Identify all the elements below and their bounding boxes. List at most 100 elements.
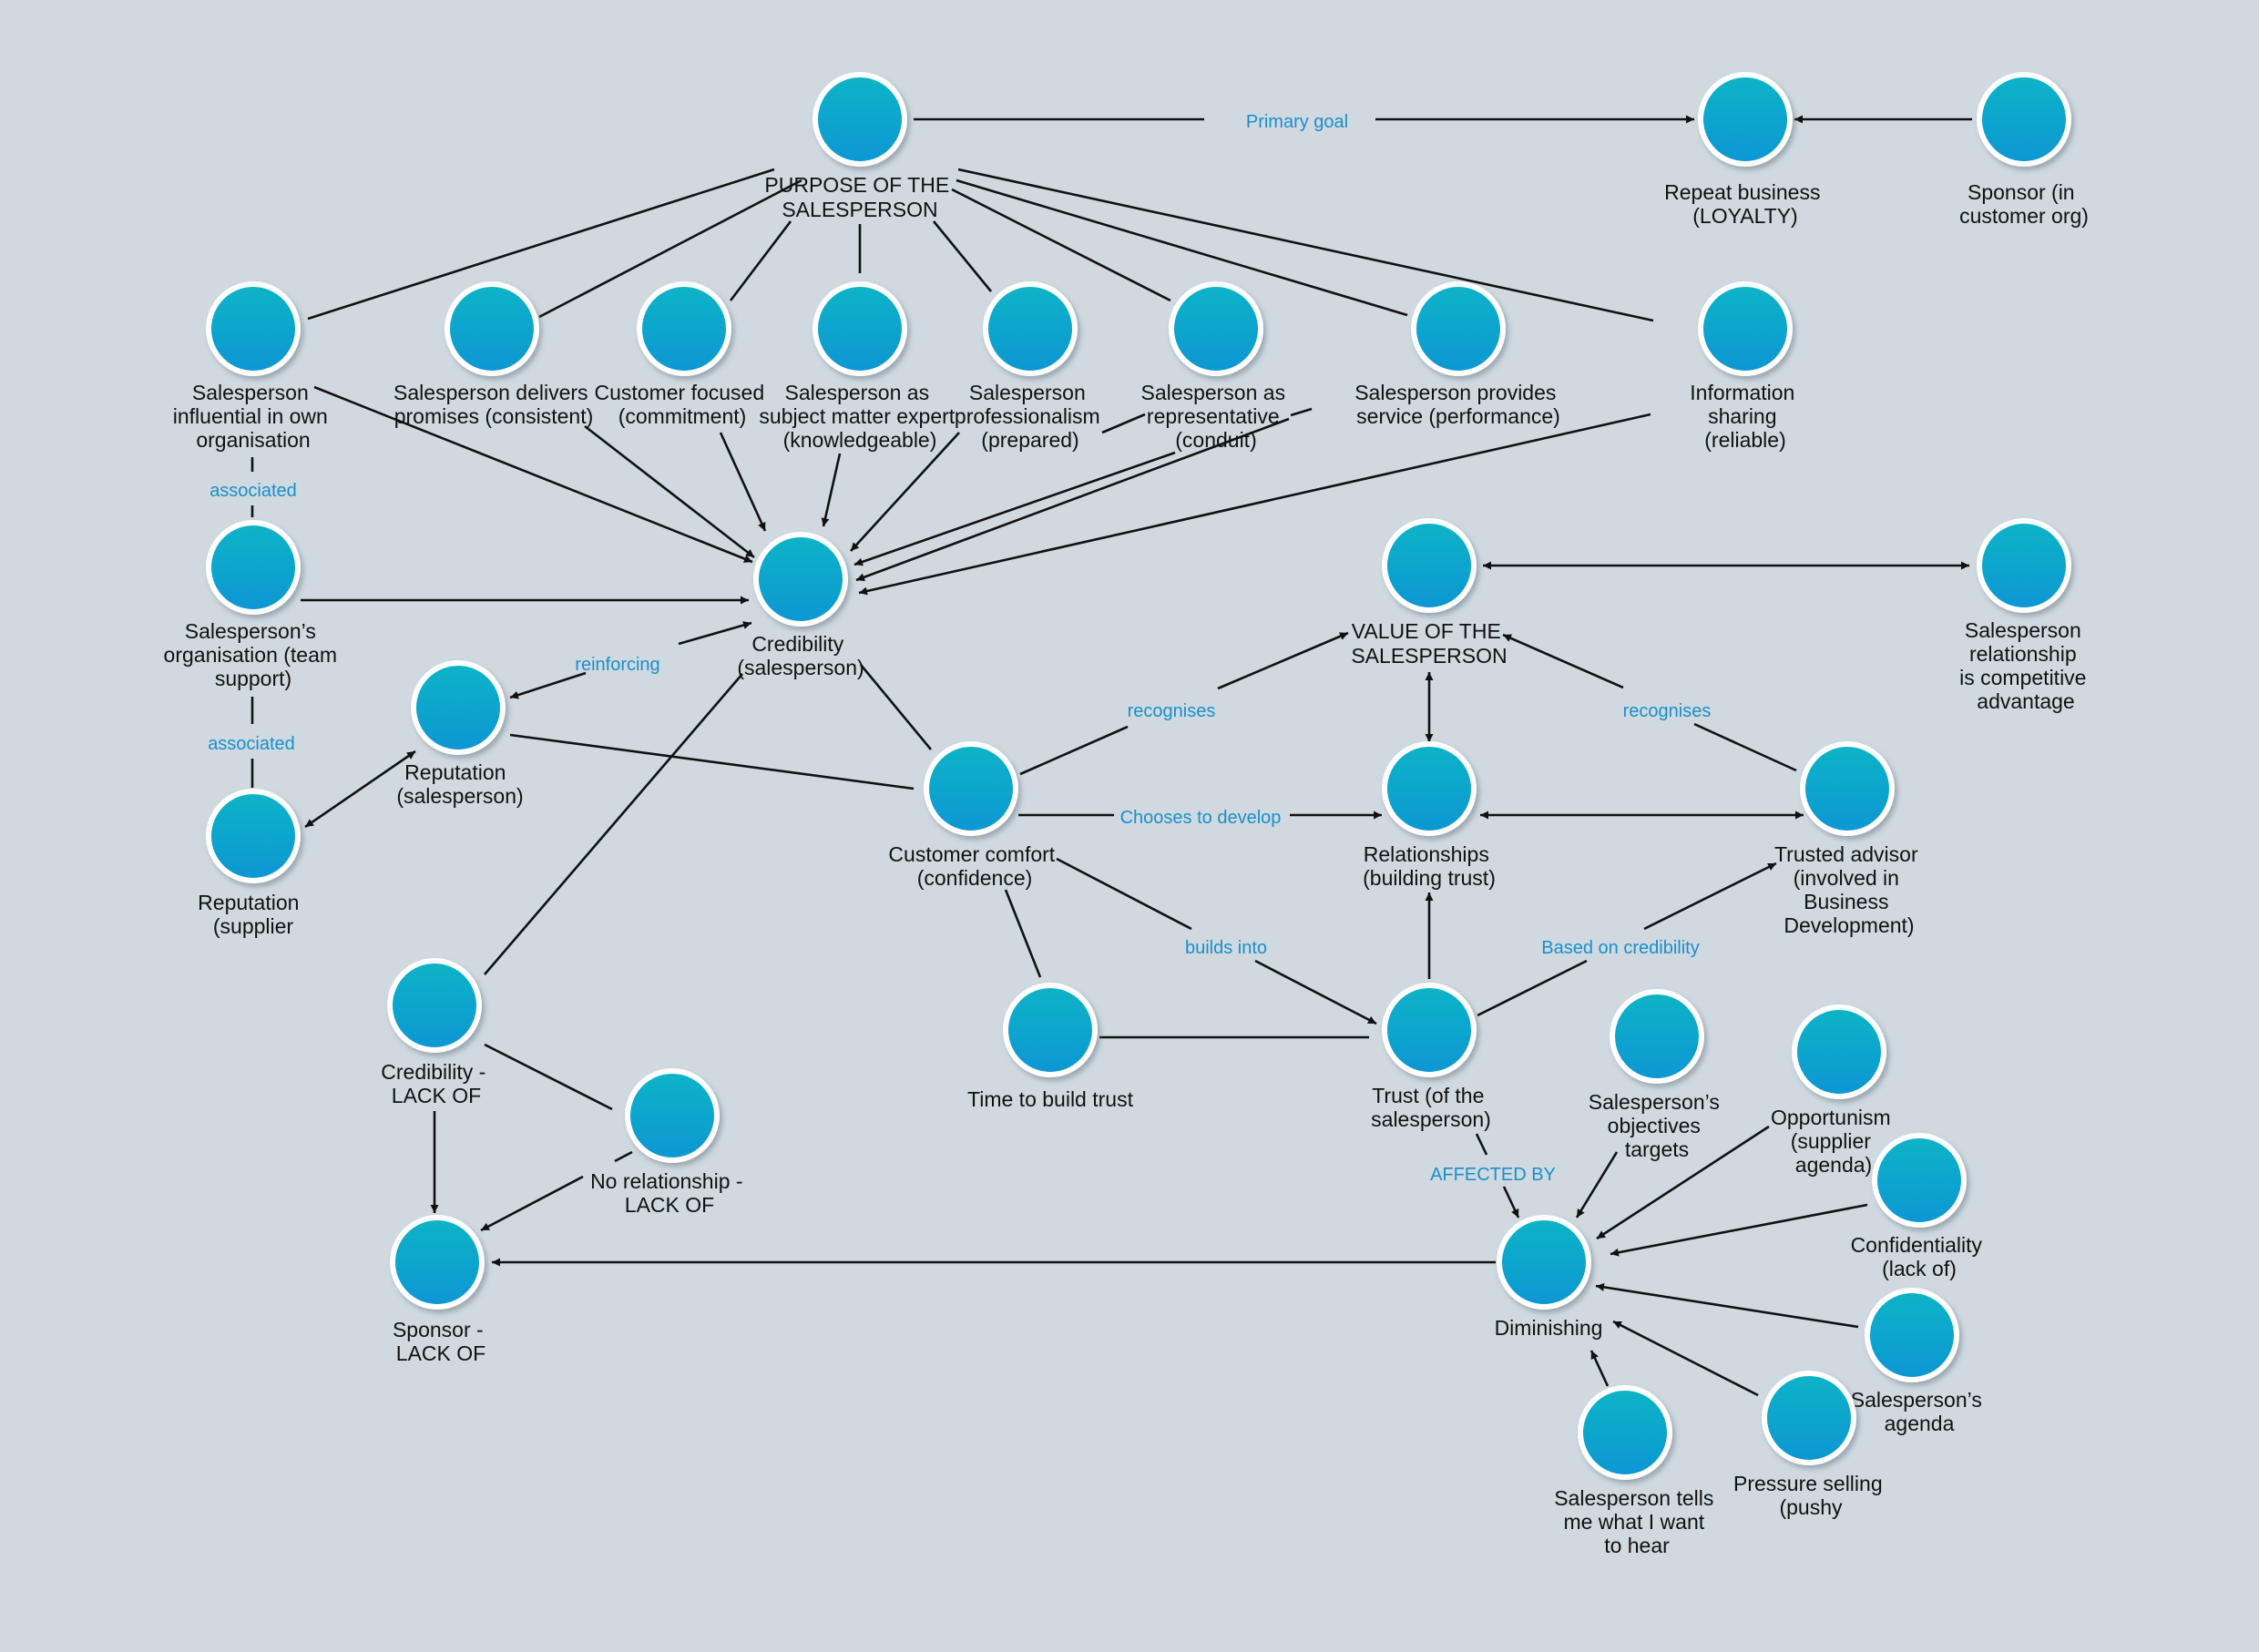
edge-advisor-to-value <box>1502 633 1624 689</box>
node-value[interactable]: VALUE OF THE SALESPERSON <box>1351 518 1508 668</box>
node-competitive-circle[interactable] <box>1977 518 2071 613</box>
node-no-relationship[interactable]: No relationship - LACK OF <box>590 1068 749 1217</box>
node-sme-circle[interactable] <box>813 281 907 376</box>
node-sponsor-lack-circle[interactable] <box>390 1215 485 1310</box>
edge-reinforcing-left <box>509 671 587 699</box>
node-pressure-circle[interactable] <box>1762 1371 1856 1465</box>
node-advisor-circle[interactable] <box>1800 741 1895 836</box>
edge-purpose-service <box>956 178 1408 317</box>
node-time-circle[interactable] <box>1003 983 1098 1077</box>
node-info-sharing[interactable]: Information sharing (reliable) <box>1690 281 1800 452</box>
node-influential-circle[interactable] <box>206 281 301 376</box>
node-sponsor[interactable]: Sponsor (in customer org) <box>1959 72 2089 228</box>
node-credibility-lack[interactable]: Credibility - LACK OF <box>381 958 491 1107</box>
node-competitive[interactable]: Salesperson relationship is competitive … <box>1959 518 2092 713</box>
node-repeat-business[interactable]: Repeat business (LOYALTY) <box>1664 72 1826 228</box>
node-opportunism-circle[interactable] <box>1792 1004 1886 1099</box>
node-sponsor-circle[interactable] <box>1977 72 2071 167</box>
edge-purpose-focused <box>729 220 792 301</box>
node-rep-supplier-circle[interactable] <box>206 789 301 883</box>
edge-focused-to-credibility <box>719 432 767 532</box>
node-confidentiality-circle[interactable] <box>1872 1133 1967 1228</box>
node-sme[interactable]: Salesperson as subject matter expert (kn… <box>759 281 960 452</box>
edge-label-recognises-2: recognises <box>1623 701 1712 721</box>
edge-confidentiality-to-diminishing <box>1610 1203 1868 1257</box>
node-influential[interactable]: Salesperson influential in own organisat… <box>173 281 333 452</box>
edge-comfort-to-trust <box>1254 959 1377 1025</box>
node-objectives-label: Salesperson’s objectives targets <box>1589 1090 1725 1161</box>
node-focused-circle[interactable] <box>637 281 731 376</box>
edge-label-chooses: Chooses to develop <box>1120 808 1282 828</box>
node-purpose[interactable]: PURPOSE OF THE SALESPERSON <box>764 72 955 221</box>
node-representative[interactable]: Salesperson as representative (conduit) <box>1141 281 1292 452</box>
node-sponsor-label: Sponsor (in customer org) <box>1959 180 2089 228</box>
edge-label-primary-goal: Primary goal <box>1246 112 1348 132</box>
node-customer-comfort[interactable]: Customer comfort (confidence) <box>888 741 1060 890</box>
node-comfort-label: Customer comfort (confidence) <box>888 842 1060 890</box>
node-confidentiality[interactable]: Confidentiality (lack of) <box>1851 1133 1988 1280</box>
node-objectives-circle[interactable] <box>1610 989 1704 1084</box>
edge-influential-to-credibility <box>313 385 753 564</box>
node-delivers-circle[interactable] <box>445 281 539 376</box>
node-competitive-label: Salesperson relationship is competitive … <box>1959 618 2092 713</box>
node-sme-label: Salesperson as subject matter expert (kn… <box>759 381 960 452</box>
edge-label-affected: AFFECTED BY <box>1430 1165 1556 1185</box>
node-info-circle[interactable] <box>1698 281 1793 376</box>
edge-no-rel-upper <box>614 1150 633 1163</box>
node-rep-salesperson[interactable]: Reputation (salesperson) <box>396 660 524 808</box>
edge-trust-to-advisor <box>1643 862 1777 931</box>
edge-representative-to-credibility-upper <box>1101 413 1146 434</box>
node-agenda-circle[interactable] <box>1865 1288 1959 1382</box>
node-value-circle[interactable] <box>1382 518 1477 613</box>
node-opportunism[interactable]: Opportunism (supplier agenda) <box>1771 1004 1896 1177</box>
node-tells[interactable]: Salesperson tells me what I want to hear <box>1554 1385 1720 1557</box>
node-relationships[interactable]: Relationships (building trust) <box>1363 741 1496 890</box>
node-rep-sales-circle[interactable] <box>411 660 506 755</box>
node-representative-circle[interactable] <box>1169 281 1263 376</box>
node-service-circle[interactable] <box>1411 281 1506 376</box>
edge-label-associated-1: associated <box>210 481 297 501</box>
edge-service-to-credibility <box>855 417 1290 582</box>
node-org-circle[interactable] <box>206 520 301 615</box>
node-advisor-label: Trusted advisor (involved in Business De… <box>1774 842 1924 937</box>
edge-trust-to-diminishing <box>1502 1186 1520 1219</box>
node-comfort-circle[interactable] <box>924 741 1018 836</box>
node-diminishing[interactable]: Diminishing <box>1495 1215 1603 1340</box>
node-sponsor-lack[interactable]: Sponsor - LACK OF <box>390 1215 489 1365</box>
node-credibility[interactable]: Credibility (salesperson) <box>737 532 864 679</box>
node-trusted-advisor[interactable]: Trusted advisor (involved in Business De… <box>1774 741 1924 937</box>
node-objectives[interactable]: Salesperson’s objectives targets <box>1589 989 1725 1161</box>
node-diminishing-circle[interactable] <box>1497 1215 1591 1310</box>
edge-labels: Primary goal associated associated reinf… <box>208 112 1711 1185</box>
node-trust-circle[interactable] <box>1382 983 1477 1077</box>
node-trust[interactable]: Trust (of the salesperson) <box>1371 983 1491 1131</box>
edge-rep-supplier-rep-sales <box>304 750 416 829</box>
node-professionalism-circle[interactable] <box>983 281 1078 376</box>
node-rep-supplier[interactable]: Reputation (supplier <box>198 789 305 938</box>
node-credibility-circle[interactable] <box>753 532 848 627</box>
node-professionalism[interactable]: Salesperson professionalism (prepared) <box>955 281 1106 452</box>
node-delivers[interactable]: Salesperson delivers promises (consisten… <box>394 281 594 428</box>
edge-purpose-professionalism <box>932 220 993 292</box>
node-service-label: Salesperson provides service (performanc… <box>1354 381 1562 428</box>
node-relationships-circle[interactable] <box>1382 741 1477 836</box>
node-service[interactable]: Salesperson provides service (performanc… <box>1354 281 1562 428</box>
edge-label-recognises-1: recognises <box>1128 701 1216 721</box>
edge-purpose-influential <box>307 168 775 321</box>
node-repeat-circle[interactable] <box>1698 72 1793 167</box>
node-professionalism-label: Salesperson professionalism (prepared) <box>955 381 1106 452</box>
node-agenda[interactable]: Salesperson’s agenda <box>1851 1288 1988 1435</box>
node-cred-lack-circle[interactable] <box>387 958 482 1053</box>
node-pressure[interactable]: Pressure selling (pushy <box>1733 1371 1888 1519</box>
node-focused-label: Customer focused (commitment) <box>594 381 770 428</box>
node-time[interactable]: Time to build trust <box>967 983 1134 1111</box>
node-org-support[interactable]: Salesperson’s organisation (team support… <box>164 520 343 690</box>
node-focused[interactable]: Customer focused (commitment) <box>594 281 770 428</box>
edge-professionalism-to-credibility <box>850 432 960 552</box>
edge-trust-based-left <box>1477 959 1588 1017</box>
edge-label-based: Based on credibility <box>1541 938 1699 958</box>
node-no-rel-circle[interactable] <box>625 1068 720 1163</box>
node-tells-circle[interactable] <box>1578 1385 1672 1480</box>
node-purpose-circle[interactable] <box>813 72 907 167</box>
